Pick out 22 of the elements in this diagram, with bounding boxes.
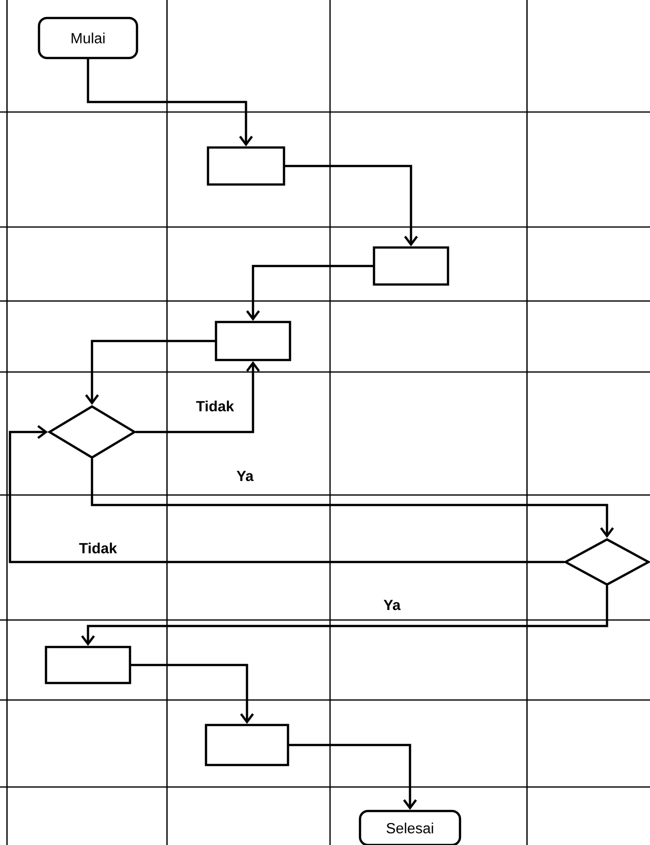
terminal-box: Selesai <box>358 810 462 845</box>
decision-diamond <box>563 538 650 586</box>
arrow <box>130 664 254 724</box>
process-box <box>204 724 290 766</box>
arrow <box>90 458 614 538</box>
process-box <box>214 320 292 362</box>
arrow <box>284 164 418 246</box>
arrow <box>135 361 260 434</box>
arrow <box>288 744 417 810</box>
arrow <box>8 425 565 564</box>
arrow <box>85 340 216 405</box>
arrow <box>246 264 374 321</box>
arrow <box>86 58 253 146</box>
edge-label: Ya <box>235 470 255 482</box>
edge-label: Ya <box>382 598 402 612</box>
process-box <box>206 146 286 186</box>
arrow <box>81 585 608 646</box>
process-box <box>372 246 450 286</box>
terminal-box: Mulai <box>38 16 138 60</box>
process-box <box>44 646 132 684</box>
edge-label: Tidak <box>78 541 118 555</box>
edge-label: Tidak <box>194 399 236 413</box>
